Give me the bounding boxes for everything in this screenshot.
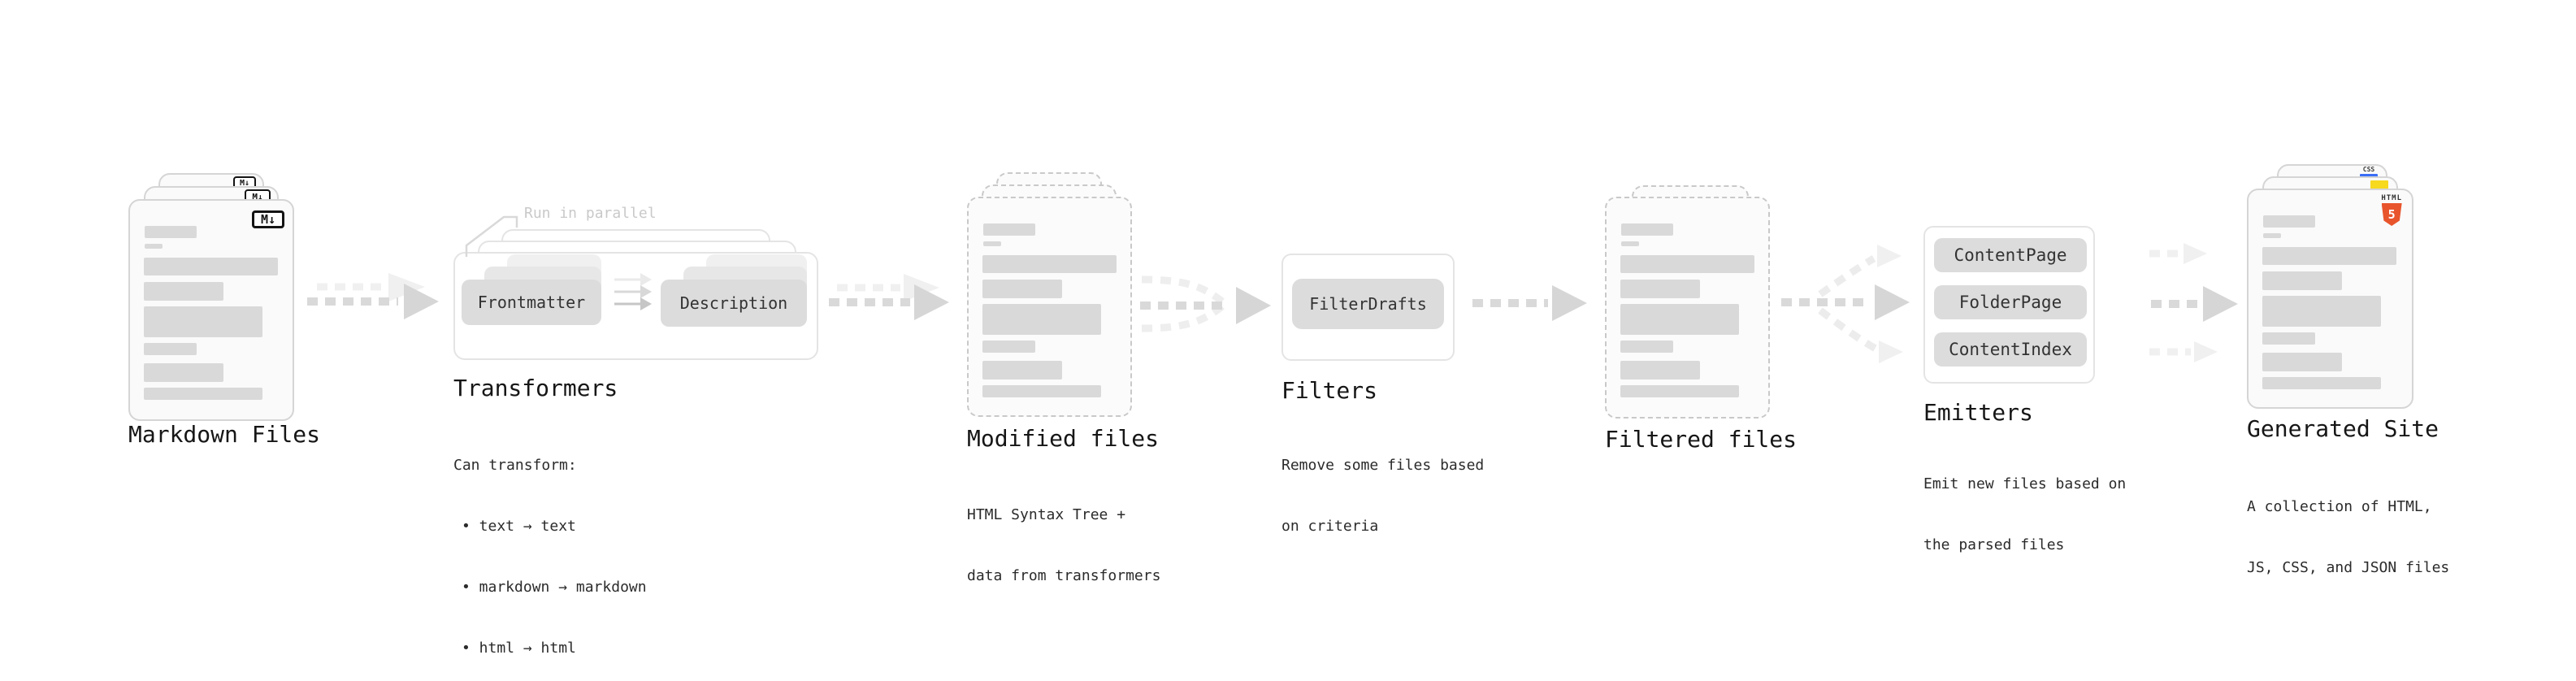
transformers-description: Can transform: • text → text • markdown … xyxy=(453,414,647,681)
stage-label-transformers: Transformers xyxy=(453,375,618,401)
desc-line: JS, CSS, and JSON files xyxy=(2247,559,2450,576)
css-badge-underline xyxy=(2360,174,2378,177)
arrow-markdown-to-transformers xyxy=(307,273,439,319)
desc-line: Emit new files based on xyxy=(1923,475,2127,492)
generated-site-description: A collection of HTML, JS, CSS, and JSON … xyxy=(2247,456,2449,618)
emitter-node-contentindex: ContentIndex xyxy=(1934,332,2087,367)
text-placeholder-bar xyxy=(982,385,1101,397)
text-placeholder-bar xyxy=(982,304,1101,335)
text-placeholder-bar xyxy=(144,363,223,382)
text-placeholder-bar xyxy=(2262,247,2396,265)
stage-label-markdown-files: Markdown Files xyxy=(128,421,321,448)
stage-label-filtered-files: Filtered files xyxy=(1605,426,1798,453)
desc-line: Remove some files based xyxy=(1281,457,1485,474)
modified-files-description: HTML Syntax Tree + data from transformer… xyxy=(967,464,1160,627)
desc-line: • html → html xyxy=(462,640,576,657)
text-placeholder-bar xyxy=(1620,304,1739,335)
arrow-filters-to-filtered xyxy=(1472,285,1587,321)
filtered-file-front xyxy=(1605,197,1770,419)
text-placeholder-bar xyxy=(2262,271,2342,290)
arrow-modified-to-filters-converge xyxy=(1140,275,1271,332)
modified-file-front xyxy=(967,197,1132,417)
stage-label-filters: Filters xyxy=(1281,377,1378,404)
desc-line: data from transformers xyxy=(967,567,1161,584)
text-placeholder-bar xyxy=(144,306,262,337)
css-badge-icon: CSS xyxy=(2360,167,2378,177)
arrow-emitters-to-generated xyxy=(2149,243,2238,362)
text-placeholder-bar xyxy=(983,241,1001,246)
html5-badge-shield: 5 xyxy=(2381,203,2402,226)
desc-line: on criteria xyxy=(1281,518,1379,535)
text-placeholder-bar xyxy=(145,244,163,249)
emitter-node-folderpage: FolderPage xyxy=(1934,285,2087,319)
html5-badge-icon: HTML 5 xyxy=(2381,195,2402,226)
transformer-node-description: Description xyxy=(661,280,807,327)
text-placeholder-bar xyxy=(144,282,223,301)
text-placeholder-bar xyxy=(1620,340,1673,353)
text-placeholder-bar xyxy=(1621,241,1639,246)
text-placeholder-bar xyxy=(2262,296,2381,327)
stage-label-emitters: Emitters xyxy=(1923,399,2033,426)
filter-node-filterdrafts: FilterDrafts xyxy=(1292,279,1444,329)
text-placeholder-bar xyxy=(2262,377,2381,389)
text-placeholder-bar xyxy=(982,280,1062,298)
text-placeholder-bar xyxy=(1620,255,1754,273)
html5-badge-word: HTML xyxy=(2381,194,2402,202)
text-placeholder-bar xyxy=(982,340,1035,353)
text-placeholder-bar xyxy=(2263,215,2315,228)
text-placeholder-bar xyxy=(1620,385,1739,397)
desc-line: the parsed files xyxy=(1923,536,2065,553)
text-placeholder-bar xyxy=(144,258,278,275)
stage-label-generated-site: Generated Site xyxy=(2247,415,2439,442)
stage-label-modified-files: Modified files xyxy=(967,425,1160,452)
transformer-node-frontmatter: Frontmatter xyxy=(462,280,601,325)
text-placeholder-bar xyxy=(1621,223,1673,236)
text-placeholder-bar xyxy=(983,223,1035,236)
js-badge-icon xyxy=(2370,180,2388,190)
text-placeholder-bar xyxy=(145,226,197,238)
text-placeholder-bar xyxy=(144,388,262,400)
markdown-file-front: M↓ xyxy=(128,199,294,421)
emitter-node-contentpage: ContentPage xyxy=(1934,238,2087,272)
filters-description: Remove some files based on criteria xyxy=(1281,414,1484,577)
arrow-filtered-to-emitters-fanout xyxy=(1781,245,1910,363)
desc-line: • text → text xyxy=(462,518,576,535)
text-placeholder-bar xyxy=(2263,233,2281,238)
emitters-description: Emit new files based on the parsed files xyxy=(1923,433,2126,596)
css-badge-word: CSS xyxy=(2362,166,2375,173)
text-placeholder-bar xyxy=(2262,332,2315,345)
generated-file-html: HTML 5 xyxy=(2247,189,2413,409)
desc-line: A collection of HTML, xyxy=(2247,498,2432,515)
text-placeholder-bar xyxy=(144,343,197,355)
markdown-icon: M↓ xyxy=(252,210,284,228)
arrow-transformers-to-modified xyxy=(829,274,949,320)
desc-line: • markdown → markdown xyxy=(462,579,647,596)
text-placeholder-bar xyxy=(2262,353,2342,371)
desc-line: HTML Syntax Tree + xyxy=(967,506,1126,523)
text-placeholder-bar xyxy=(982,361,1062,380)
text-placeholder-bar xyxy=(982,255,1117,273)
text-placeholder-bar xyxy=(1620,361,1700,380)
desc-line: Can transform: xyxy=(453,457,577,474)
text-placeholder-bar xyxy=(1620,280,1700,298)
run-in-parallel-annotation: Run in parallel xyxy=(524,205,657,222)
